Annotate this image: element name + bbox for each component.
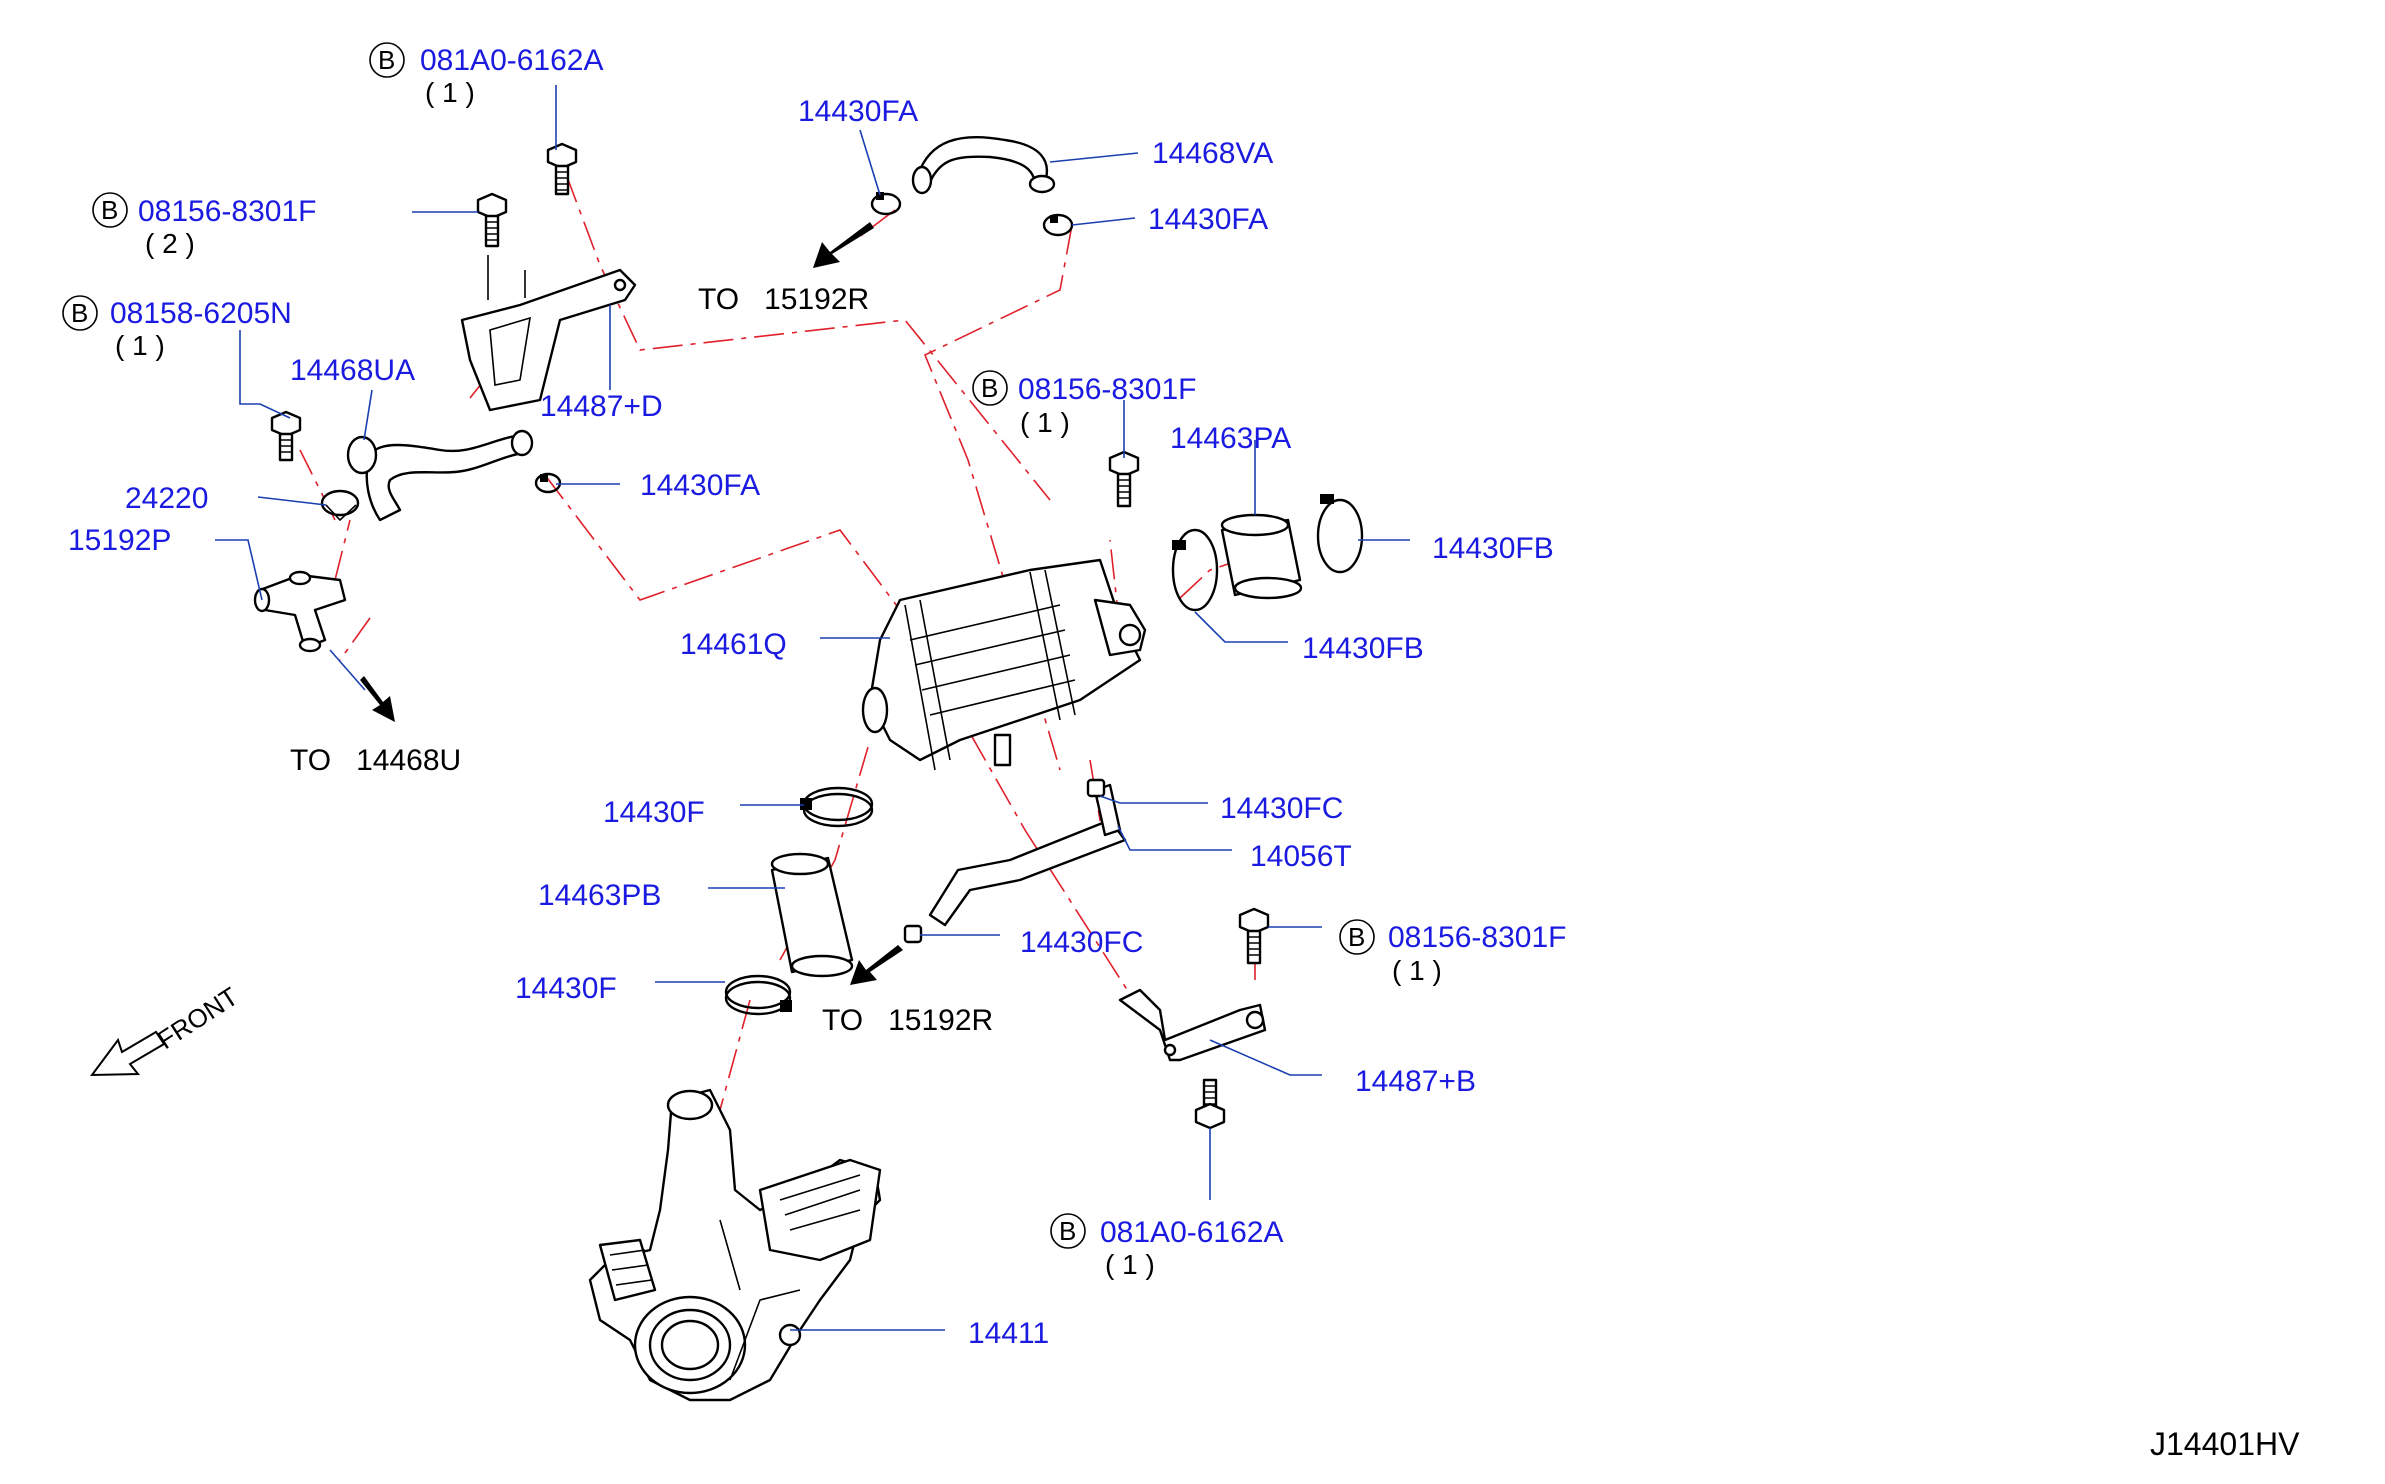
quantity: ( 1 ): [115, 330, 165, 361]
clamp-14430FB-b: [1171, 528, 1219, 612]
clamp-14430FC-b: [903, 924, 923, 944]
leader-lines: [215, 85, 1410, 1331]
b-symbol: B: [981, 373, 998, 403]
callout-081A0-6162A-bottom: B 081A0-6162A ( 1 ): [1050, 1213, 1284, 1280]
clamp-14430F-b: [724, 974, 792, 1016]
label-14430FA-right: 14430FA: [1148, 203, 1268, 236]
label-14430FC-upper: 14430FC: [1220, 792, 1343, 825]
label-14430F-upper: 14430F: [603, 796, 705, 829]
callout-08156-8301F-c: B 08156-8301F ( 1 ): [1339, 919, 1566, 986]
label-14463PA: 14463PA: [1170, 422, 1291, 455]
quantity: ( 2 ): [145, 228, 195, 259]
bolt-08158-6205N: [270, 410, 302, 462]
front-label: FRONT: [152, 981, 244, 1055]
bolt-081A0-6162A-bottom: [1194, 1078, 1226, 1130]
label-14430FA-top: 14430FA: [798, 95, 918, 128]
b-symbol: B: [71, 298, 88, 328]
clip-24220: [320, 489, 360, 522]
bolt-081A0-6162A-top: [546, 142, 578, 196]
diagram-code: J14401HV: [2150, 1426, 2300, 1462]
bolt-08156-8301F-mid: [1108, 450, 1140, 508]
clamp-14430FA-a: [870, 192, 902, 216]
callout-08158-6205N: B 08158-6205N ( 1 ): [62, 295, 292, 361]
part-number: 081A0-6162A: [420, 44, 604, 77]
part-number: 08156-8301F: [138, 195, 316, 228]
turbocharger-14411: [588, 1088, 882, 1402]
part-number: 08158-6205N: [110, 297, 292, 330]
label-14487B: 14487+B: [1355, 1065, 1476, 1098]
part-number: 08156-8301F: [1018, 373, 1196, 406]
clamp-14430FA-b: [1042, 213, 1074, 237]
arrow-icon: [850, 945, 903, 985]
hose-14468VA: [911, 136, 1056, 195]
fitting-15192P: [253, 570, 347, 653]
label-14411: 14411: [968, 1317, 1049, 1350]
label-14430F-lower: 14430F: [515, 972, 617, 1005]
intercooler-14461Q: [861, 558, 1147, 771]
label-14430FC-lower: 14430FC: [1020, 926, 1143, 959]
b-symbol: B: [101, 195, 118, 225]
clamp-14430FB-a: [1316, 494, 1364, 574]
label-14461Q: 14461Q: [680, 628, 787, 661]
label-14430FB-right: 14430FB: [1432, 532, 1554, 565]
arrow-icon: [360, 676, 395, 722]
label-14430FA-left: 14430FA: [640, 469, 760, 502]
label-14468UA: 14468UA: [290, 354, 415, 387]
direction-to-14468U: TO 14468U: [290, 744, 461, 777]
quantity: ( 1 ): [1105, 1249, 1155, 1280]
b-symbol: B: [1059, 1216, 1076, 1246]
label-24220: 24220: [125, 482, 208, 515]
arrow-icon: [813, 222, 874, 268]
label-14430FB-lower: 14430FB: [1302, 632, 1424, 665]
label-15192P: 15192P: [68, 524, 171, 557]
part-number: 08156-8301F: [1388, 921, 1566, 954]
quantity: ( 1 ): [425, 77, 475, 108]
b-symbol: B: [378, 45, 395, 75]
bracket-14487B: [1118, 988, 1267, 1062]
clamp-14430F-a: [800, 786, 874, 828]
label-14056T: 14056T: [1250, 840, 1352, 873]
callout-081A0-6162A-top: B 081A0-6162A ( 1 ): [369, 42, 604, 108]
callout-08156-8301F-a: B 08156-8301F ( 2 ): [92, 192, 316, 259]
hose-14468UA: [346, 429, 562, 522]
pipe-14056T: [928, 783, 1127, 927]
quantity: ( 1 ): [1020, 407, 1070, 438]
hose-14463PB: [770, 852, 854, 978]
b-symbol: B: [1348, 922, 1365, 952]
label-14468VA: 14468VA: [1152, 137, 1273, 170]
direction-to-15192R-top: TO 15192R: [698, 283, 869, 316]
callout-08156-8301F-b: B 08156-8301F ( 1 ): [972, 370, 1196, 438]
label-14463PB: 14463PB: [538, 879, 661, 912]
bolt-08156-8301F-right: [1238, 907, 1270, 965]
hose-14463PA: [1220, 513, 1303, 600]
front-arrow-icon: [89, 1030, 166, 1077]
bracket-14487D: [460, 255, 637, 412]
quantity: ( 1 ): [1392, 955, 1442, 986]
bolt-08156-8301F-upper: [476, 192, 508, 248]
part-number: 081A0-6162A: [1100, 1216, 1284, 1249]
clamp-14430FC-a: [1086, 778, 1106, 798]
direction-to-15192R-bottom: TO 15192R: [822, 1004, 993, 1037]
label-14487D: 14487+D: [540, 390, 663, 423]
